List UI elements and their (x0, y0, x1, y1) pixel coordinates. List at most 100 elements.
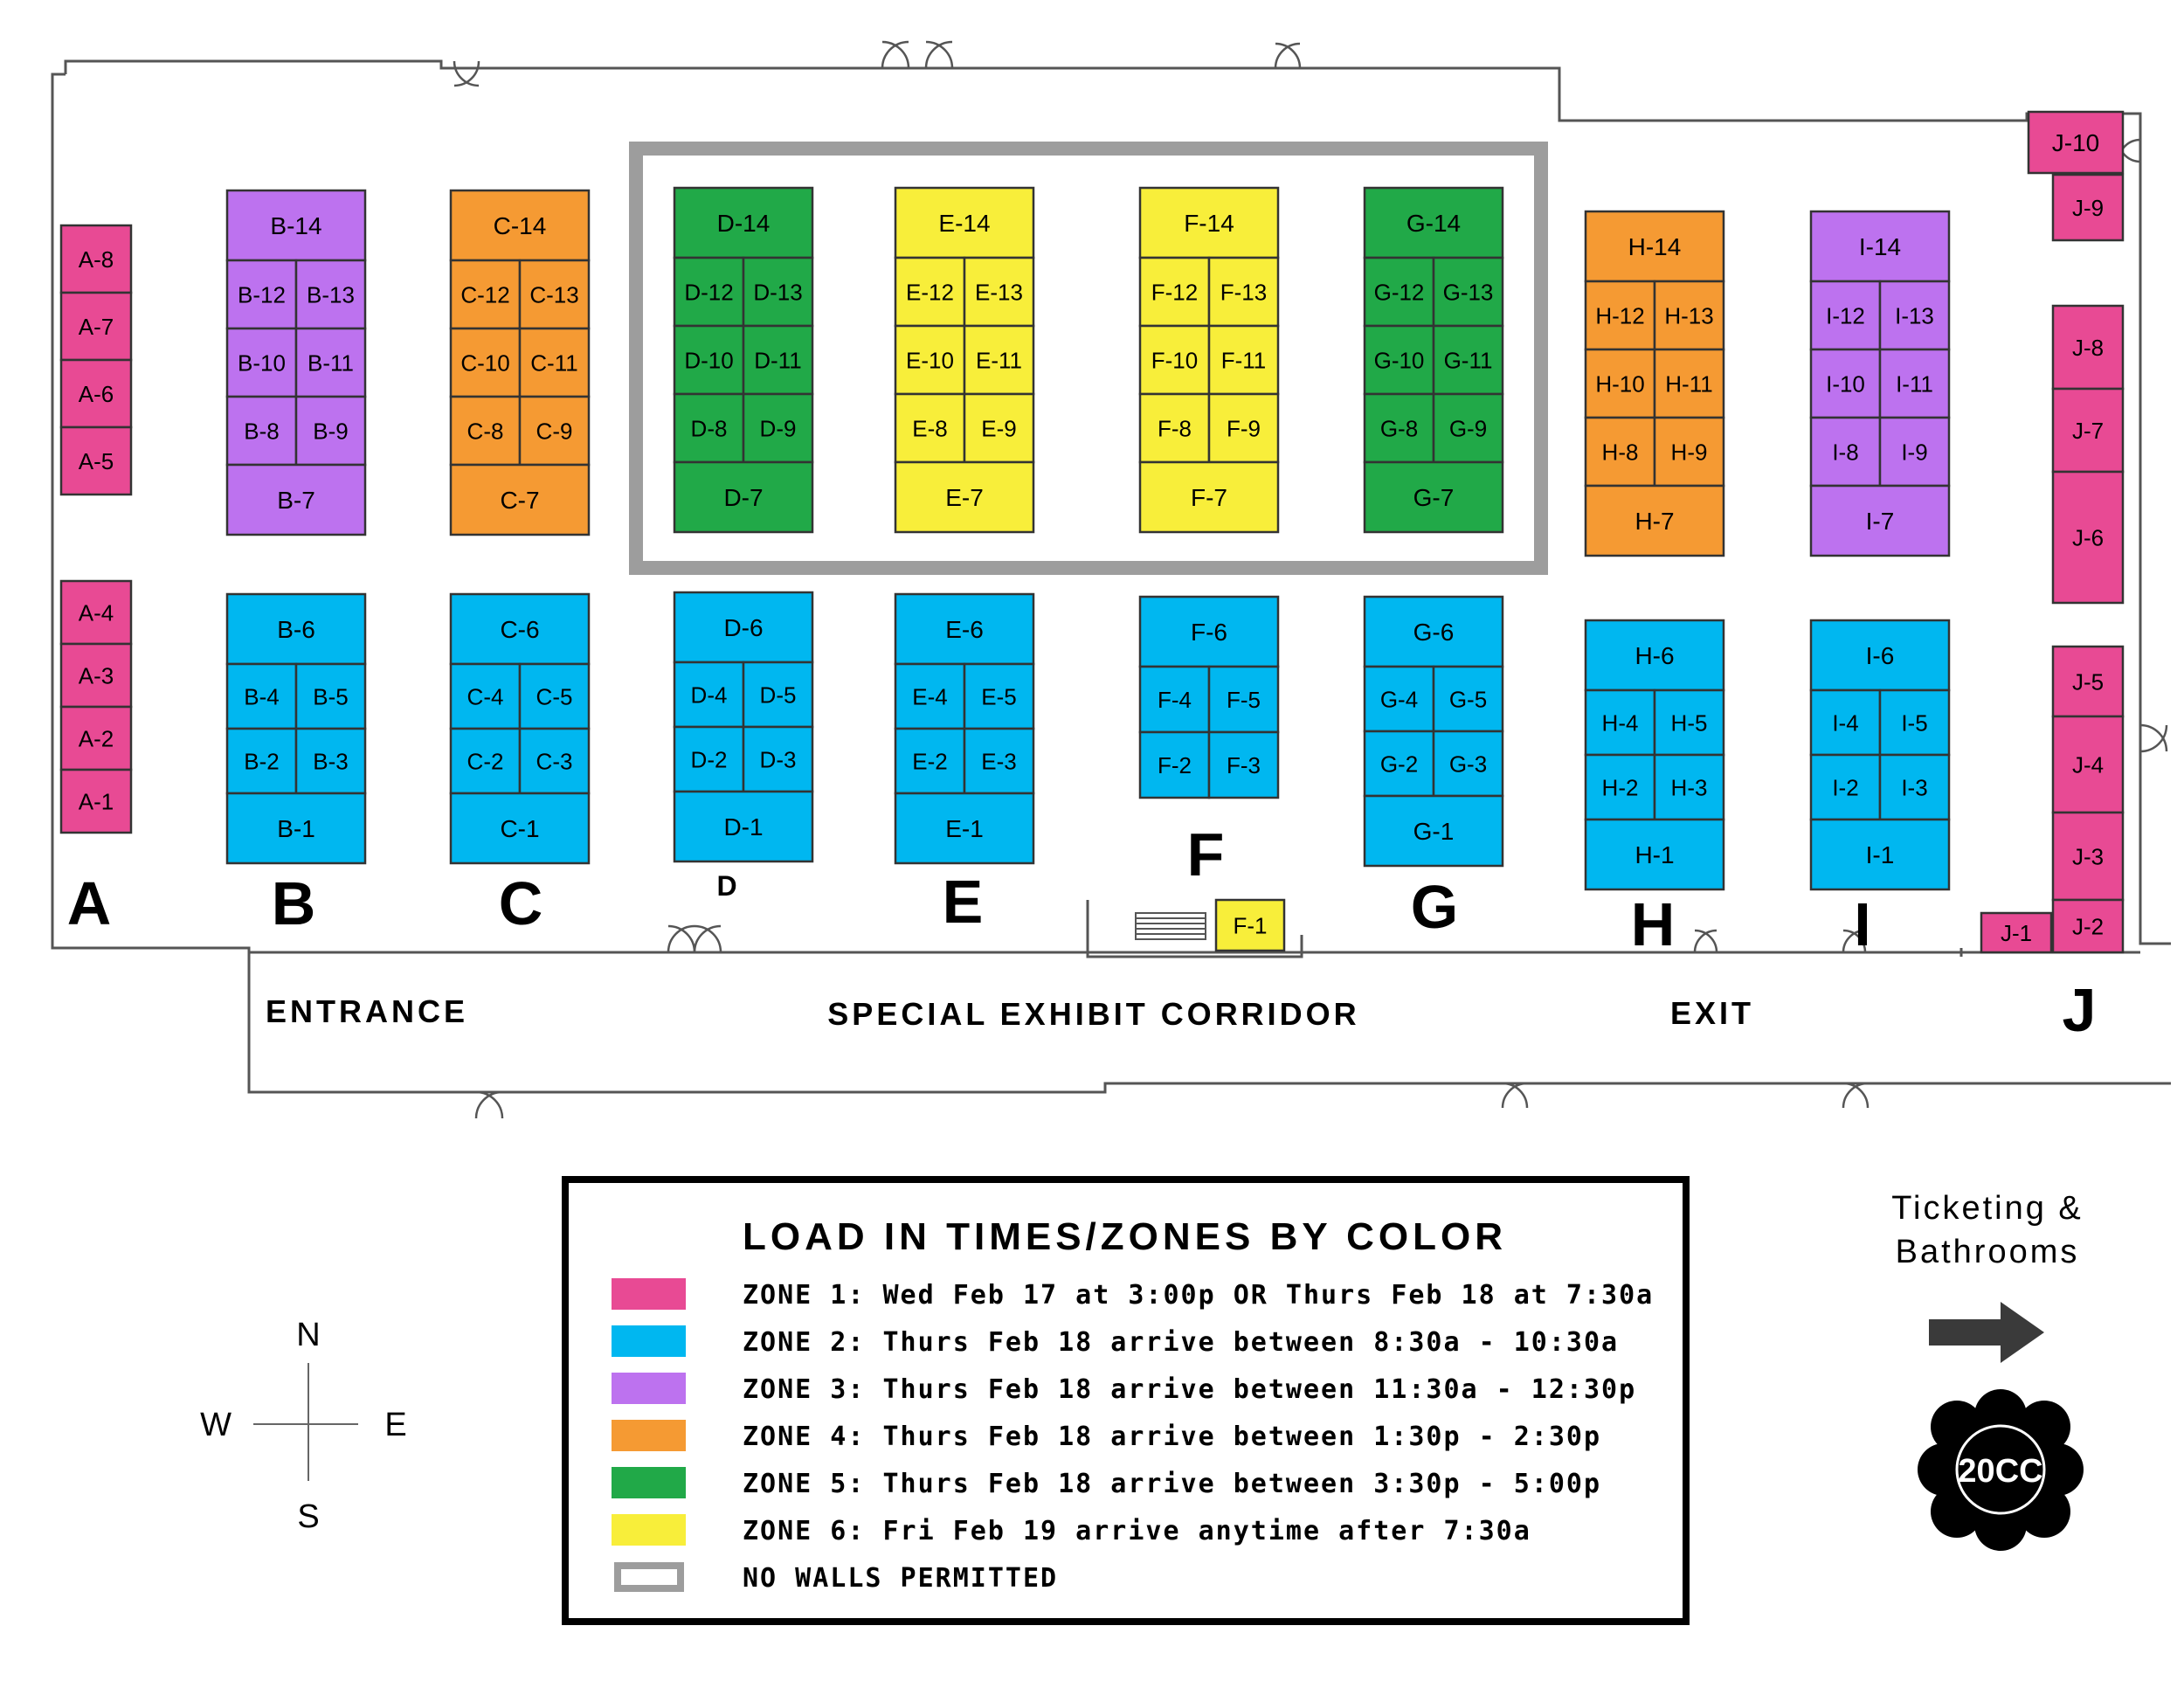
booth-c-7 (449, 463, 591, 536)
booth-j-9 (2051, 173, 2125, 242)
row-letter-i: I (1854, 890, 1870, 958)
booth-d-10 (673, 324, 745, 396)
booth-j-7 (2051, 387, 2125, 474)
booth-h-11 (1653, 348, 1725, 419)
booth-label-a-1: A-1 (79, 788, 114, 814)
booth-label-e-8: E-8 (912, 415, 947, 441)
booth-label-b-2: B-2 (244, 748, 279, 774)
booth-label-i-5: I-5 (1901, 709, 1927, 736)
legend-swatch-5 (612, 1467, 686, 1498)
booth-label-g-3: G-3 (1449, 751, 1487, 777)
booth-g-11 (1432, 324, 1504, 396)
booth-label-c-10: C-10 (460, 349, 509, 376)
booth-label-j-5: J-5 (2072, 668, 2104, 695)
booth-b-3 (294, 727, 367, 795)
booth-c-3 (518, 727, 591, 795)
booth-label-h-12: H-12 (1595, 302, 1644, 329)
booth-label-f-12: F-12 (1151, 279, 1198, 305)
booth-label-f-8: F-8 (1158, 415, 1192, 441)
booth-c-10 (449, 327, 522, 398)
booth-label-i-9: I-9 (1901, 439, 1927, 465)
booth-e-6 (894, 592, 1035, 666)
booth-b-6 (225, 592, 367, 666)
row-letter-c: C (499, 869, 543, 937)
booth-label-b-11: B-11 (308, 349, 354, 376)
booth-d-6 (673, 591, 814, 664)
booth-label-b-7: B-7 (277, 487, 315, 514)
booth-e-7 (894, 460, 1035, 534)
booth-label-h-5: H-5 (1671, 709, 1708, 736)
booth-label-c-3: C-3 (536, 748, 573, 774)
legend-swatch-4 (612, 1420, 686, 1451)
row-letter-f: F (1187, 820, 1225, 889)
booth-label-c-2: C-2 (467, 748, 504, 774)
booth-label-b-12: B-12 (238, 281, 286, 308)
booth-label-g-11: G-11 (1444, 347, 1493, 373)
booth-label-g-14: G-14 (1406, 210, 1461, 237)
booth-label-j-2: J-2 (2072, 913, 2104, 939)
booth-label-i-12: I-12 (1826, 302, 1865, 329)
booth-label-g-4: G-4 (1380, 686, 1418, 712)
stairs (1135, 912, 1206, 940)
logo-text: 20CC (1958, 1453, 2042, 1490)
legend-title: LOAD IN TIMES/ZONES BY COLOR (743, 1215, 1507, 1258)
booth-label-b-5: B-5 (313, 683, 348, 709)
booth-label-i-6: I-6 (1866, 642, 1895, 669)
compass-south: S (297, 1498, 319, 1535)
booth-label-f-5: F-5 (1227, 687, 1261, 713)
booth-i-1 (1809, 818, 1951, 891)
legend-item-3: ZONE 3: Thurs Feb 18 arrive between 11:3… (743, 1374, 1636, 1405)
booth-label-j-3: J-3 (2072, 843, 2104, 869)
booth-label-f-10: F-10 (1151, 347, 1198, 373)
booth-d-4 (673, 661, 745, 729)
exit-label: EXIT (1670, 995, 1754, 1031)
booth-label-d-13: D-13 (753, 279, 802, 305)
booth-e-10 (894, 324, 966, 396)
booth-label-d-10: D-10 (684, 347, 733, 373)
booth-g-2 (1363, 730, 1435, 798)
booth-e-1 (894, 792, 1035, 865)
booth-f-11 (1207, 324, 1280, 396)
booth-label-d-3: D-3 (760, 746, 797, 772)
booth-b-9 (294, 395, 367, 467)
booth-e-9 (963, 392, 1035, 464)
booth-c-2 (449, 727, 522, 795)
booth-label-c-13: C-13 (529, 281, 578, 308)
booth-g-14 (1363, 186, 1504, 259)
booth-label-e-5: E-5 (981, 683, 1016, 709)
booth-d-1 (673, 790, 814, 863)
row-letter-j: J (2063, 976, 2097, 1044)
booth-label-c-14: C-14 (494, 212, 547, 239)
booth-a-4 (59, 579, 133, 646)
booth-label-j-8: J-8 (2072, 335, 2104, 361)
booth-label-g-5: G-5 (1449, 686, 1487, 712)
compass-east: E (384, 1407, 406, 1443)
booth-label-d-14: D-14 (717, 210, 771, 237)
legend-item-2: ZONE 2: Thurs Feb 18 arrive between 8:30… (743, 1327, 1619, 1358)
booth-label-a-2: A-2 (79, 725, 114, 751)
booth-label-d-12: D-12 (684, 279, 733, 305)
booth-label-d-1: D-1 (723, 813, 763, 841)
booth-d-9 (742, 392, 814, 464)
legend-item-5: ZONE 5: Thurs Feb 18 arrive between 3:30… (743, 1469, 1601, 1499)
booth-c-13 (518, 259, 591, 330)
booth-label-j-7: J-7 (2072, 418, 2104, 444)
booth-label-h-8: H-8 (1602, 439, 1639, 465)
booth-g-13 (1432, 256, 1504, 328)
booth-label-f-9: F-9 (1227, 415, 1261, 441)
booth-b-7 (225, 463, 367, 536)
booth-label-f-1: F-1 (1234, 912, 1268, 938)
booth-label-i-3: I-3 (1901, 774, 1927, 800)
booth-c-6 (449, 592, 591, 666)
legend-item-1: ZONE 1: Wed Feb 17 at 3:00p OR Thurs Feb… (743, 1280, 1654, 1311)
row-letter-g: G (1411, 873, 1458, 941)
legend-box (562, 1176, 1690, 1625)
row-letter-h: H (1631, 890, 1676, 958)
20cc-logo: 20CC (1918, 1389, 2084, 1551)
booth-label-e-2: E-2 (912, 748, 947, 774)
booth-label-h-2: H-2 (1602, 774, 1639, 800)
booth-h-7 (1584, 484, 1725, 557)
booth-label-e-14: E-14 (938, 210, 990, 237)
booth-d-14 (673, 186, 814, 259)
